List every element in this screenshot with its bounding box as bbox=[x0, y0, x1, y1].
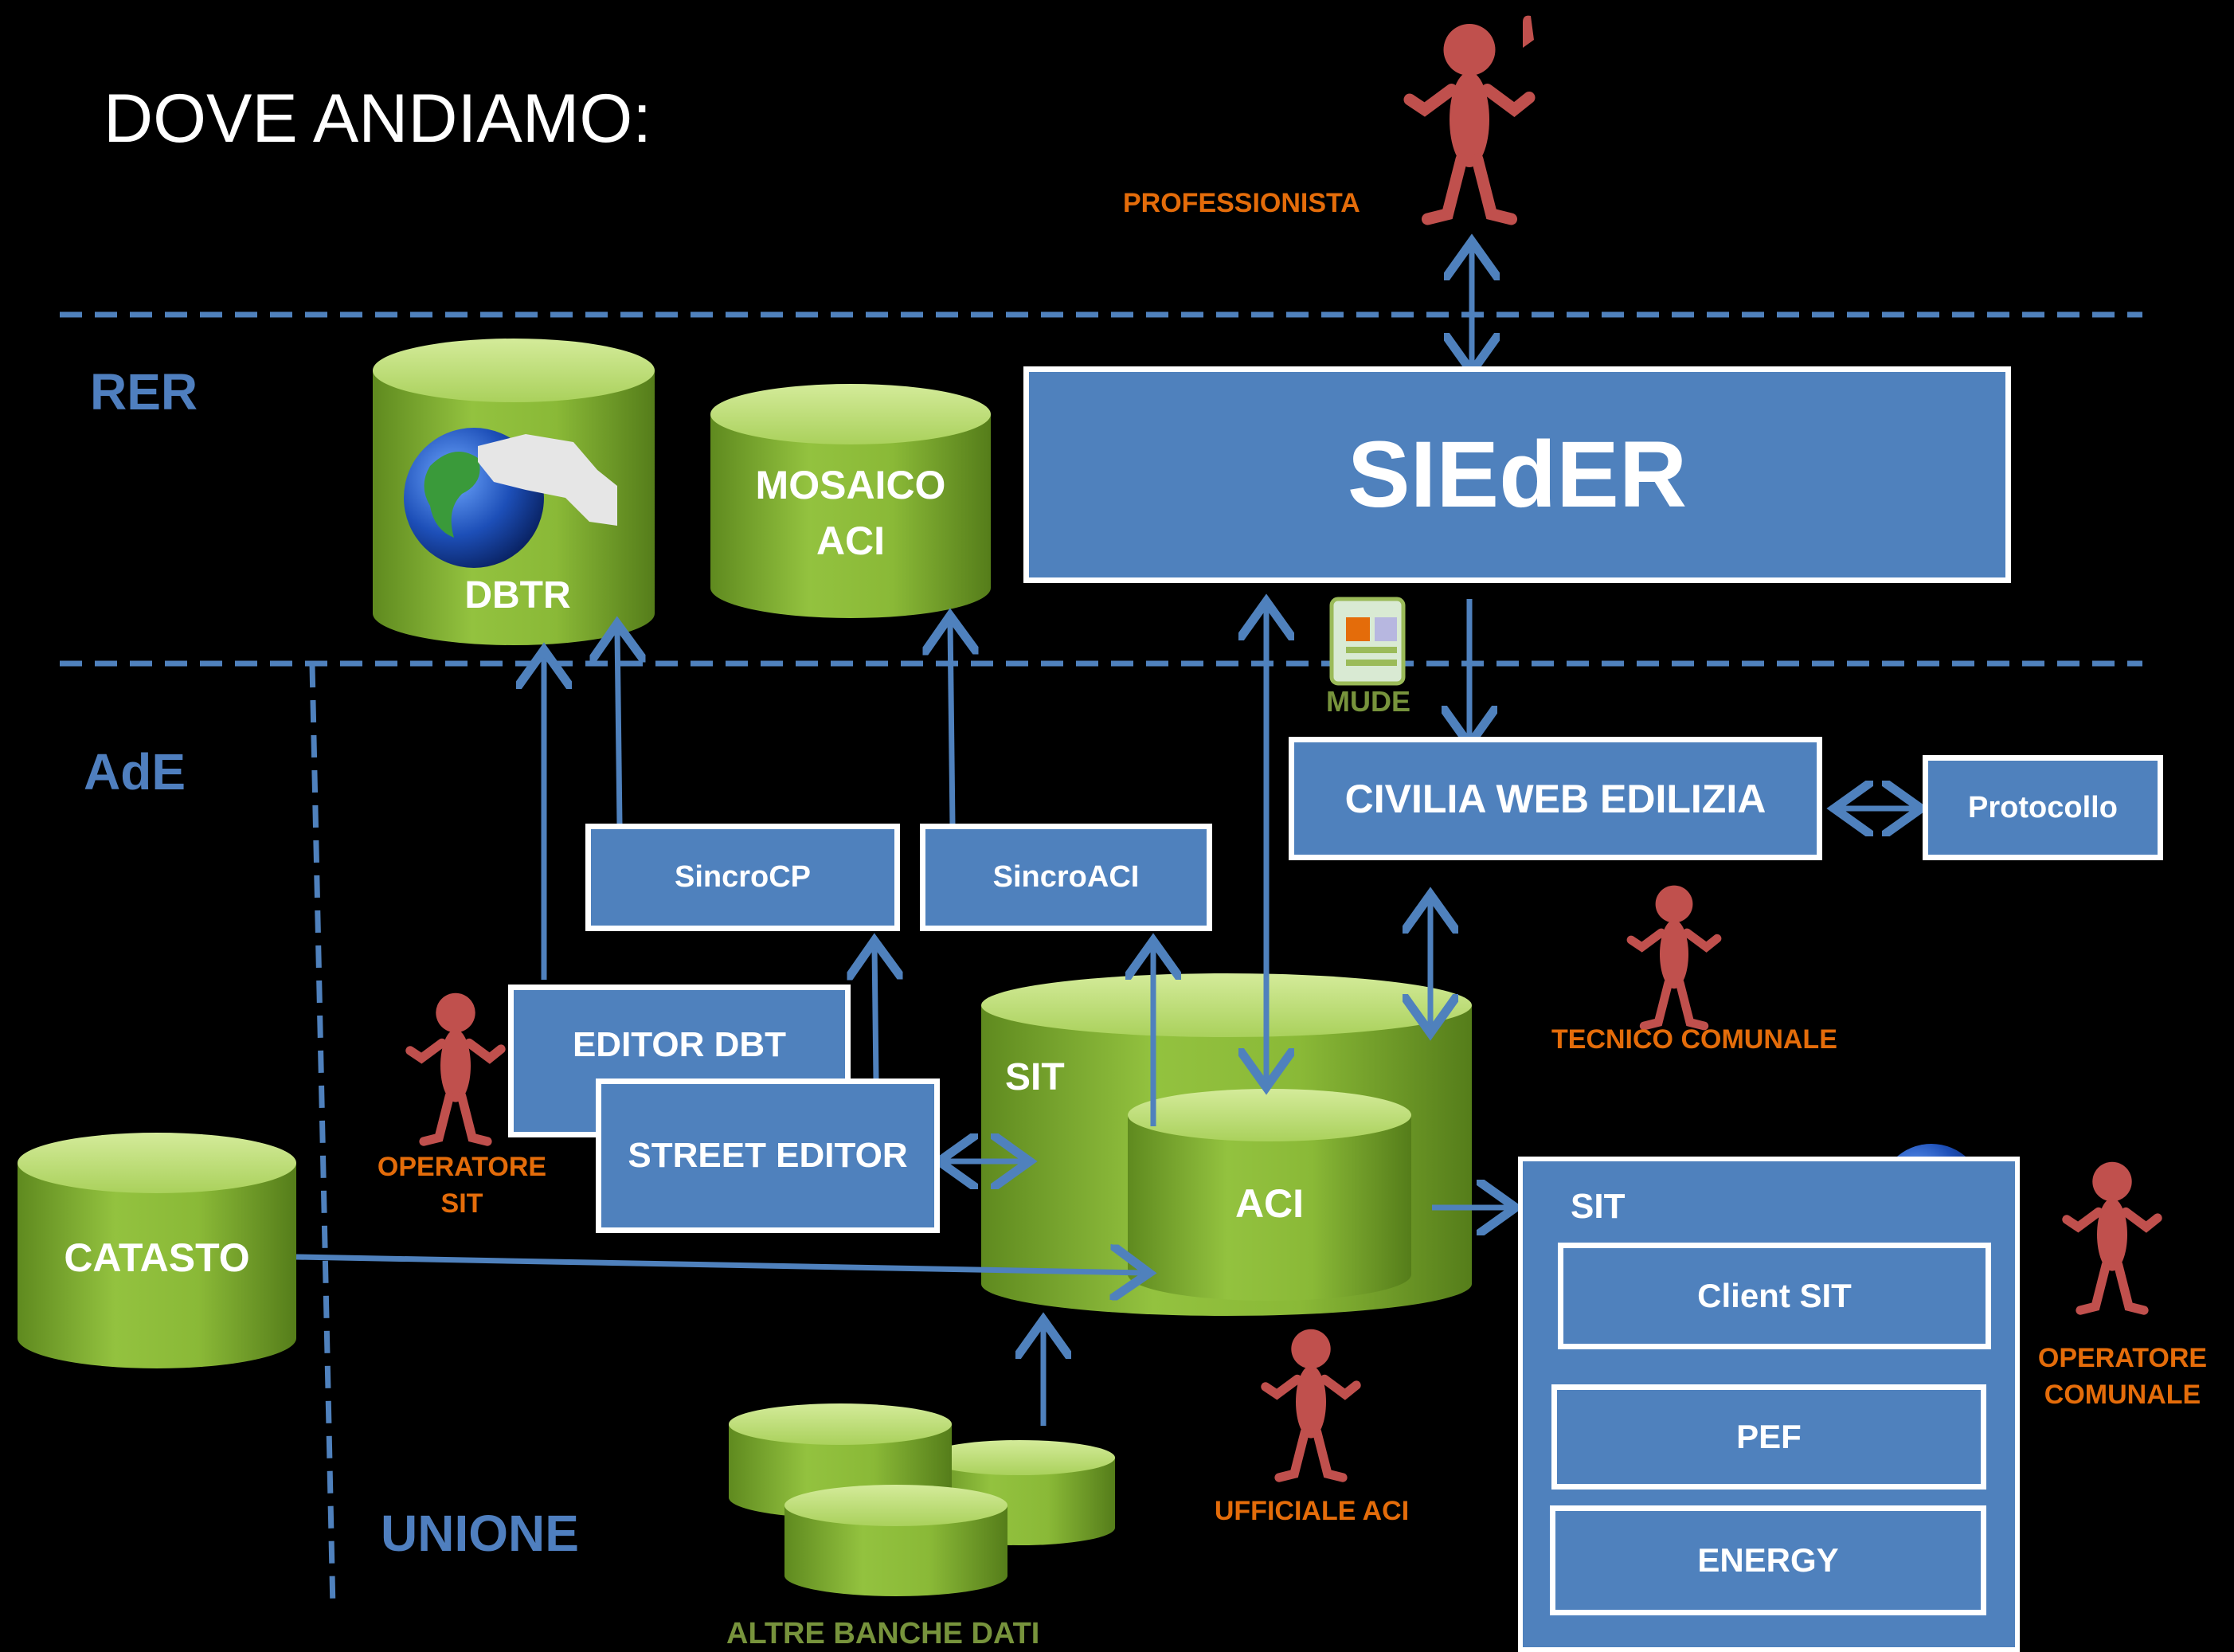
catasto-cylinder bbox=[18, 1133, 296, 1368]
ufficiale-aci-label: UFFICIALE ACI bbox=[1214, 1496, 1410, 1526]
pef-box[interactable]: PEF bbox=[1551, 1384, 1986, 1490]
zone-label-ade: AdE bbox=[84, 743, 186, 801]
altre-banche-dati-cylinders bbox=[729, 1403, 1115, 1596]
ufficiale-aci-figure bbox=[1266, 1329, 1356, 1478]
altre-banche-dati-label: ALTRE BANCHE DATI bbox=[726, 1617, 1040, 1650]
mosaico-aci-label: ACI bbox=[816, 519, 886, 563]
energy-box[interactable]: ENERGY bbox=[1550, 1505, 1986, 1615]
dbtr-label: DBTR bbox=[464, 574, 571, 617]
operatore-comunale-label-line2: COMUNALE bbox=[2044, 1380, 2201, 1410]
sit-panel-title: SIT bbox=[1571, 1187, 1626, 1226]
client-sit-box[interactable]: Client SIT bbox=[1558, 1243, 1991, 1349]
page-title: DOVE ANDIAMO: bbox=[104, 80, 652, 157]
sincrocp-box[interactable]: SincroCP bbox=[585, 824, 900, 931]
protocollo-box[interactable]: Protocollo bbox=[1923, 755, 2163, 860]
tecnico-comunale-label: TECNICO COMUNALE bbox=[1551, 1024, 1837, 1055]
document-icon bbox=[1329, 597, 1406, 686]
arrow-sincrocp-dbtr bbox=[617, 629, 620, 826]
separator-unione bbox=[309, 664, 336, 1610]
aci-label: ACI bbox=[1234, 1181, 1305, 1226]
civilia-web-edilizia-box[interactable]: CIVILIA WEB EDILIZIA bbox=[1289, 737, 1822, 860]
zone-label-unione: UNIONE bbox=[381, 1505, 579, 1562]
professionista-label: PROFESSIONISTA bbox=[1123, 188, 1360, 218]
street-editor-box[interactable]: STREET EDITOR bbox=[596, 1078, 940, 1233]
operatore-sit-label-line1: OPERATORE bbox=[377, 1152, 547, 1182]
catasto-label: CATASTO bbox=[64, 1235, 250, 1280]
operatore-sit-label-line2: SIT bbox=[440, 1188, 483, 1219]
operatore-comunale-figure bbox=[2067, 1162, 2158, 1310]
sit-label: SIT bbox=[1005, 1056, 1065, 1098]
aci-cylinder bbox=[1128, 1089, 1411, 1301]
mude-label: MUDE bbox=[1326, 685, 1410, 718]
mosaico-aci-cylinder bbox=[710, 384, 991, 618]
operatore-comunale-label-line1: OPERATORE bbox=[2037, 1343, 2208, 1373]
tecnico-comunale-figure bbox=[1631, 886, 1717, 1026]
sieder-box[interactable]: SIEdER bbox=[1023, 366, 2011, 583]
thumbs-up-icon bbox=[1523, 15, 1534, 48]
zone-label-rer: RER bbox=[90, 363, 198, 421]
arrow-street-sincrocp bbox=[874, 946, 876, 1081]
arrow-sincroaci-mosaico bbox=[950, 621, 953, 826]
mosaico-label: MOSAICO bbox=[755, 463, 946, 507]
sincroaci-box[interactable]: SincroACI bbox=[920, 824, 1212, 931]
operatore-sit-figure bbox=[410, 993, 501, 1141]
arrow-catasto-aci bbox=[295, 1257, 1144, 1273]
region-map-icon bbox=[478, 434, 617, 526]
professionista-figure bbox=[1410, 24, 1529, 219]
